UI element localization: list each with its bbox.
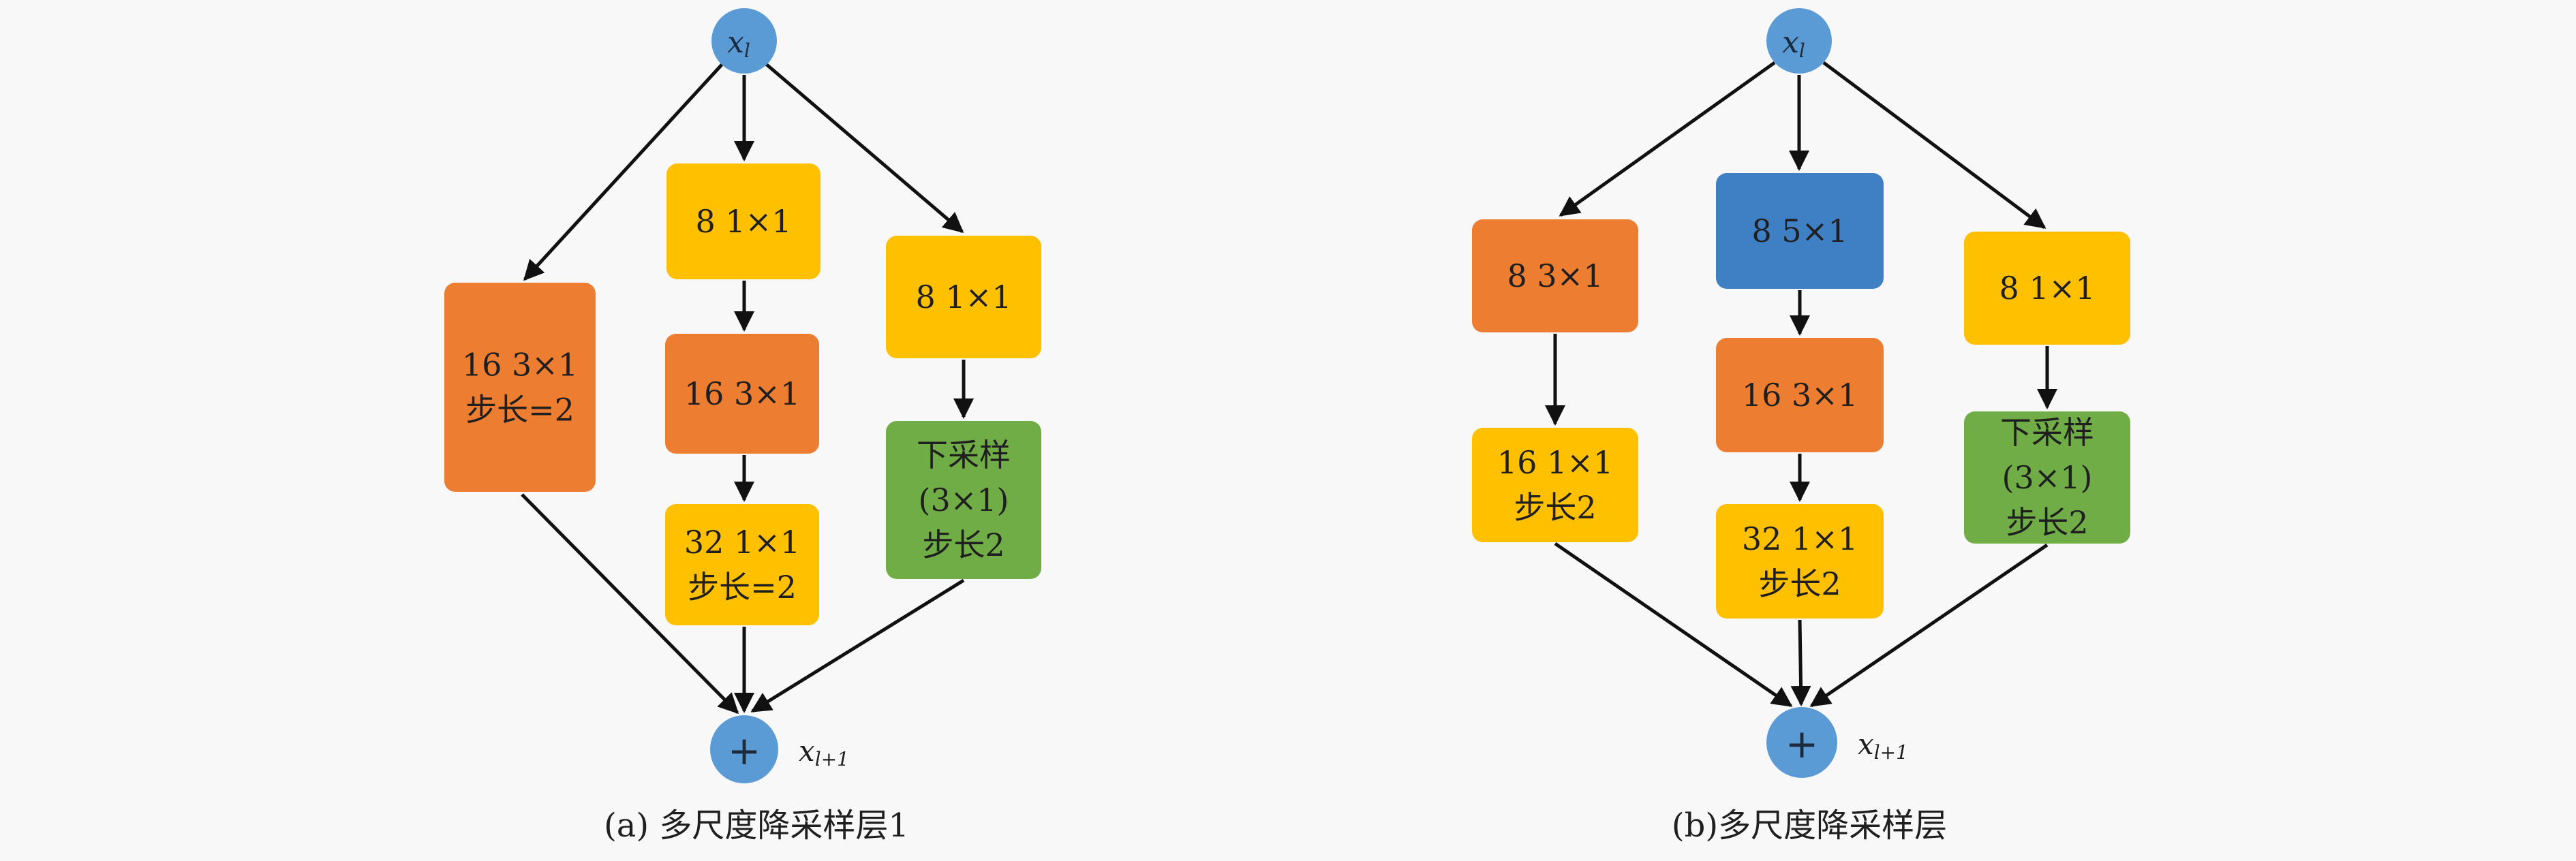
a-input-node: xl: [711, 8, 777, 74]
a-node-left-conv-shape: [444, 283, 596, 492]
b-edge-right2-output: [1809, 543, 2049, 708]
a-node-mid-conv2: 16 3×1: [665, 334, 819, 454]
a-output-node-label: xl+1: [799, 734, 849, 770]
b-output-node-plus: +: [1785, 721, 1819, 767]
b-node-mid-conv3-label-1: 32 1×1: [1742, 520, 1858, 557]
b-node-left-conv1-shape: [1472, 219, 1638, 332]
a-output-node-shape: [710, 715, 778, 783]
b-node-mid-conv3-label-2: 步长2: [1758, 565, 1841, 602]
a-node-left-conv-label-2: 步长=2: [465, 392, 574, 428]
b-output-node: + xl+1: [1766, 707, 1908, 778]
a-edge-right2-output: [750, 578, 965, 713]
a-node-mid-conv2-shape: [665, 334, 819, 454]
a-node-right-down-shape: [886, 421, 1041, 579]
b-node-left-conv2-label-1: 16 1×1: [1497, 444, 1613, 481]
a-node-left-conv: 16 3×1 步长=2: [444, 283, 596, 492]
a-node-mid-conv3-shape: [665, 504, 819, 625]
a-node-right-conv: 8 1×1: [886, 236, 1041, 358]
b-node-right-down-label-3: 步长2: [2006, 504, 2088, 541]
a-output-node-plus: +: [728, 727, 761, 774]
a-output-node: + xl+1: [710, 715, 849, 783]
b-edge-input-left: [1559, 61, 1776, 217]
a-input-node-label: xl: [727, 25, 750, 62]
a-node-right-down-label-2: (3×1): [919, 482, 1009, 518]
a-node-mid-conv3-label-2: 步长=2: [688, 569, 797, 606]
a-node-right-down: 下采样 (3×1) 步长2: [886, 421, 1041, 579]
b-input-node-shape: [1766, 8, 1832, 74]
a-caption: (a) 多尺度降采样层1: [604, 807, 909, 845]
a-edge-input-right: [765, 63, 964, 233]
a-node-mid-conv2-label-1: 16 3×1: [684, 375, 800, 412]
b-node-mid-conv1-shape: [1716, 173, 1884, 289]
a-node-right-conv-label-1: 8 1×1: [916, 279, 1012, 315]
b-node-right-down: 下采样 (3×1) 步长2: [1964, 411, 2130, 544]
b-node-right-down-label-1: 下采样: [2000, 414, 2094, 451]
b-node-right-conv-label-1: 8 1×1: [1999, 270, 2096, 307]
b-node-left-conv2-shape: [1472, 428, 1638, 542]
a-node-right-down-label-3: 步长2: [922, 527, 1005, 563]
a-node-mid-conv1-shape: [666, 163, 821, 279]
b-input-node-label: xl: [1782, 25, 1805, 62]
b-node-left-conv2: 16 1×1 步长2: [1472, 428, 1638, 542]
b-edge-mid3-output: [1790, 619, 1811, 706]
b-node-right-down-shape: [1964, 411, 2130, 544]
a-node-mid-conv3-label-1: 32 1×1: [684, 524, 800, 561]
b-node-mid-conv3: 32 1×1 步长2: [1716, 504, 1884, 619]
b-node-mid-conv2: 16 3×1: [1716, 338, 1884, 452]
b-node-left-conv1-label-1: 8 3×1: [1507, 257, 1604, 294]
a-edge-left-output: [521, 493, 739, 715]
b-node-mid-conv1-label-1: 8 5×1: [1752, 213, 1848, 249]
a-node-right-conv-shape: [886, 236, 1041, 358]
b-output-node-label: xl+1: [1858, 727, 1908, 764]
b-node-left-conv2-label-2: 步长2: [1514, 489, 1596, 526]
b-node-mid-conv2-shape: [1716, 338, 1884, 452]
b-node-mid-conv1: 8 5×1: [1716, 173, 1884, 289]
a-edge-input-left: [523, 63, 724, 281]
b-node-right-down-label-2: (3×1): [2002, 459, 2093, 496]
b-output-node-shape: [1766, 707, 1837, 778]
b-node-right-conv: 8 1×1: [1964, 232, 2130, 345]
a-node-mid-conv3: 32 1×1 步长=2: [665, 504, 819, 625]
b-node-left-conv1: 8 3×1: [1472, 219, 1638, 332]
a-input-node-shape: [711, 8, 777, 74]
b-edge-left2-output: [1554, 542, 1793, 708]
b-node-mid-conv3-shape: [1716, 504, 1884, 619]
a-node-left-conv-label-1: 16 3×1: [462, 347, 578, 383]
b-caption: (b)多尺度降采样层: [1672, 807, 1947, 845]
b-edge-input-right: [1822, 61, 2046, 230]
b-input-node: xl: [1766, 8, 1832, 74]
a-node-mid-conv1-label-1: 8 1×1: [696, 203, 792, 240]
b-node-right-conv-shape: [1964, 232, 2130, 345]
b-node-mid-conv2-label-1: 16 3×1: [1742, 377, 1858, 413]
a-node-right-down-label-1: 下采样: [917, 437, 1011, 473]
a-node-mid-conv1: 8 1×1: [666, 163, 821, 279]
